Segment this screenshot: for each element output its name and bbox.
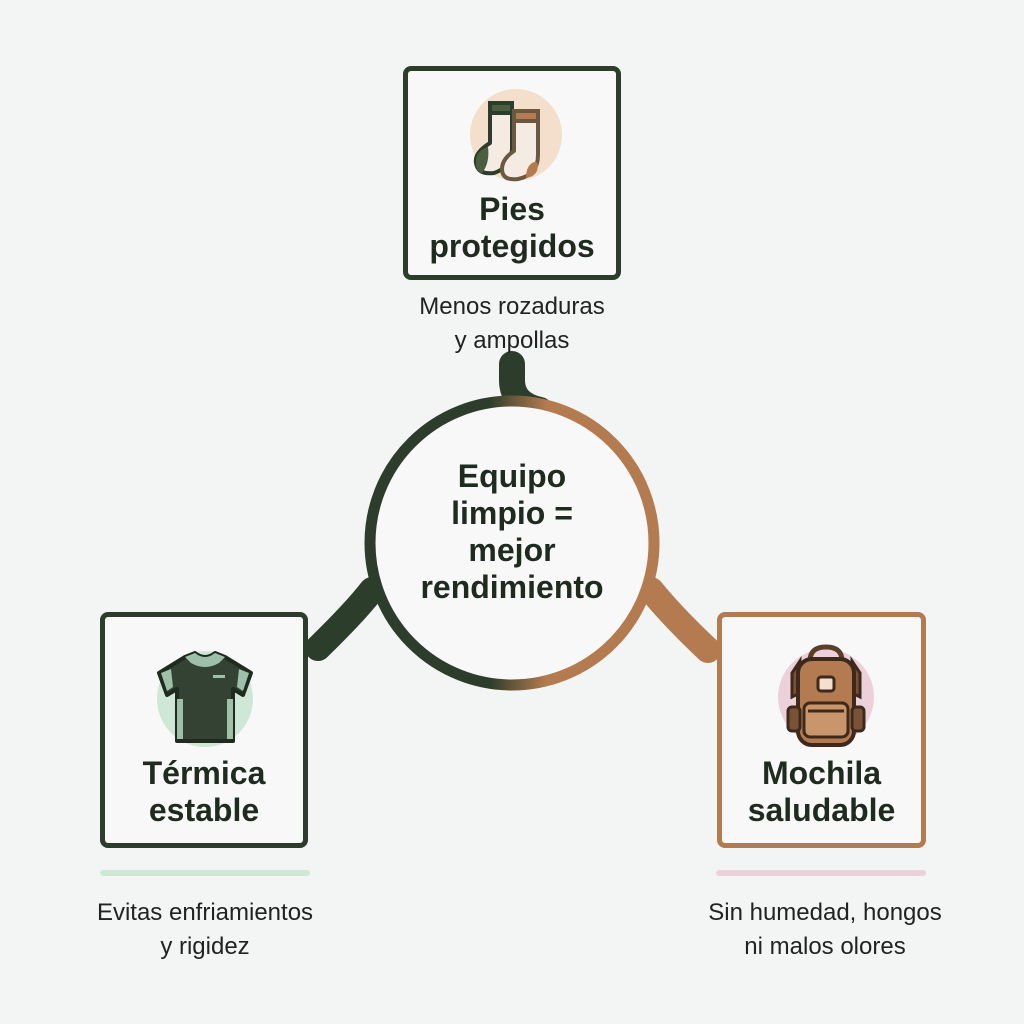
caption-line: y ampollas	[454, 327, 570, 354]
connector-left	[305, 577, 385, 661]
card-title: Mochila saludable	[722, 755, 921, 829]
card-termica-estable: Térmica estable	[100, 612, 308, 848]
caption-line: Menos rozaduras	[419, 293, 605, 320]
caption-line: Evitas enfriamientos	[96, 899, 314, 926]
card-title-line: protegidos	[429, 228, 595, 264]
caption-line: y rigidez	[160, 933, 250, 960]
caption-line: ni malos olores	[744, 933, 906, 960]
underline-accent	[100, 870, 310, 876]
hub-label: Equipo limpio = mejor rendimiento	[382, 458, 642, 606]
card-title-line: estable	[148, 792, 260, 828]
card-title-line: Pies	[479, 191, 545, 227]
card-pies-protegidos: Pies protegidos	[403, 66, 621, 280]
backpack-icon	[778, 644, 874, 747]
caption-mochila-saludable: Sin humedad, hongos ni malos olores	[660, 896, 990, 964]
caption-line: Sin humedad, hongos	[708, 899, 942, 926]
hub-label-line: Equipo	[457, 458, 567, 494]
card-title-line: saludable	[747, 792, 896, 828]
caption-pies-protegidos: Menos rozaduras y ampollas	[362, 290, 662, 358]
card-title: Térmica estable	[105, 755, 303, 829]
underline-accent	[716, 870, 926, 876]
card-title-line: Térmica	[142, 755, 266, 791]
hub-label-line: rendimiento	[420, 569, 604, 605]
hub-label-line: limpio =	[451, 495, 573, 531]
caption-termica-estable: Evitas enfriamientos y rigidez	[40, 896, 370, 964]
hub-circle	[364, 395, 660, 691]
card-mochila-saludable: Mochila saludable	[717, 612, 926, 848]
hub-label-line: mejor	[468, 532, 556, 568]
card-title-line: Mochila	[761, 755, 882, 791]
card-title: Pies protegidos	[408, 191, 616, 265]
thermal-shirt-icon	[157, 651, 253, 747]
socks-icon	[470, 89, 562, 182]
connector-right	[638, 577, 721, 663]
